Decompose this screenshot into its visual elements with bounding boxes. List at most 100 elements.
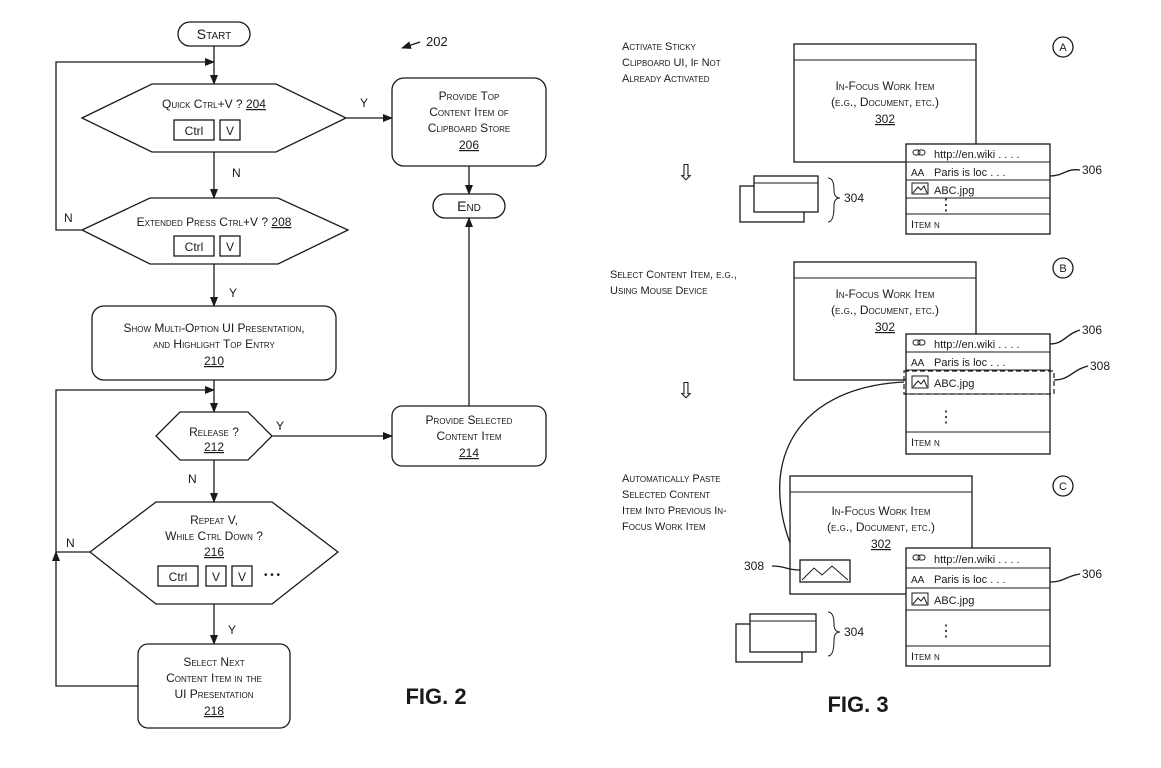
stacked-windows [735, 613, 817, 663]
step-b-line2: Using Mouse Device [610, 285, 707, 297]
decision-212-label: Release ? [189, 425, 239, 439]
image-icon [911, 375, 929, 389]
process-218-line2: Content Item in the [166, 671, 262, 685]
process-206-line2: Content Item of [429, 105, 509, 119]
image-icon [911, 592, 929, 606]
step-a-line2: Clipboard UI, If Not [622, 57, 721, 69]
process-210-line2: and Highlight Top Entry [153, 337, 275, 351]
key-v-label: V [212, 570, 220, 584]
work-item-line1: In-Focus Work Item [831, 504, 930, 518]
leader-306 [1049, 329, 1081, 345]
clip-item-text: Paris is loc . . . [934, 574, 1006, 586]
clip-item-image: ABC.jpg [934, 595, 974, 607]
clip-item-last: Item n [911, 651, 940, 663]
work-item-ref: 302 [875, 112, 895, 126]
text-icon: AA [911, 575, 925, 586]
decision-216-line1: Repeat V, [190, 513, 238, 527]
step-b-line1: Select Content Item, e.g., [610, 269, 737, 281]
pasted-image-icon [799, 559, 851, 583]
label-n: N [66, 536, 75, 550]
clip-item-url: http://en.wiki . . . . [934, 339, 1020, 351]
work-item-window [793, 43, 977, 163]
label-y: Y [228, 623, 236, 637]
stage-a: Activate Sticky Clipboard UI, If Not Alr… [622, 36, 1102, 235]
decision-repeat-v [88, 501, 340, 605]
key-v-label: V [226, 240, 234, 254]
ref-202-arrow [401, 41, 421, 49]
stage-c: Automatically Paste Selected Content Ite… [622, 473, 1102, 667]
text-icon: AA [911, 358, 925, 369]
step-c-line1: Automatically Paste [622, 473, 721, 485]
step-c-line2: Selected Content [622, 489, 710, 501]
ref-308: 308 [1090, 359, 1110, 373]
work-item-line2: (e.g., Document, etc.) [831, 95, 939, 109]
leader-308 [771, 565, 801, 571]
work-item-line1: In-Focus Work Item [835, 287, 934, 301]
step-c-line3: Item Into Previous In- [622, 505, 727, 517]
ref-304: 304 [844, 625, 864, 639]
process-214-line2: Content Item [436, 429, 501, 443]
process-206-line3: Clipboard Store [428, 121, 511, 135]
fig2-caption: FIG. 2 [405, 684, 466, 709]
ref-308: 308 [744, 559, 764, 573]
badge-b-label: B [1059, 263, 1066, 275]
key-v [231, 565, 253, 587]
step-a-line3: Already Activated [622, 73, 710, 85]
decision-204-label: Quick Ctrl+V ? 204 [162, 97, 266, 111]
process-210-line1: Show Multi-Option UI Presentation, [123, 321, 304, 335]
key-v [205, 565, 227, 587]
ref-202: 202 [426, 34, 448, 49]
vdots-glyph: ⋮ [938, 409, 954, 426]
process-210-ref: 210 [204, 354, 224, 368]
link-icon [912, 554, 926, 561]
drag-arrow [779, 381, 905, 567]
key-v [219, 119, 241, 141]
process-218-line1: Select Next [183, 655, 244, 669]
key-v [219, 235, 241, 257]
label-y: Y [360, 96, 368, 110]
label-n: N [64, 211, 73, 225]
leader-306 [1049, 573, 1081, 583]
process-218-line3: UI Presentation [174, 687, 253, 701]
key-ctrl-label: Ctrl [185, 124, 204, 138]
edge-218-loop [52, 551, 138, 687]
decision-quick-ctrl-v [80, 83, 348, 153]
ref-306: 306 [1082, 163, 1102, 177]
clip-item-last: Item n [911, 219, 940, 231]
process-218-ref: 218 [204, 704, 224, 718]
decision-216-ref: 216 [204, 545, 224, 559]
clip-item-text: Paris is loc . . . [934, 357, 1006, 369]
process-214-ref: 214 [459, 446, 479, 460]
edge-208-loop [55, 58, 215, 231]
vdots-glyph: ⋮ [938, 623, 954, 640]
work-item-line1: In-Focus Work Item [835, 79, 934, 93]
ref-306: 306 [1082, 323, 1102, 337]
text-icon: AA [911, 168, 925, 179]
step-c-line4: Focus Work Item [622, 521, 706, 533]
key-v-label: V [226, 124, 234, 138]
key-ctrl [173, 119, 215, 141]
decision-208-label: Extended Press Ctrl+V ? 208 [137, 215, 292, 229]
label-y: Y [276, 419, 284, 433]
badge-a [1052, 36, 1074, 58]
label-n: N [232, 166, 241, 180]
process-214-line1: Provide Selected [426, 413, 513, 427]
clipboard-list [905, 143, 1051, 235]
decision-216-line2: While Ctrl Down ? [165, 529, 263, 543]
work-item-ref: 302 [875, 320, 895, 334]
process-206-ref: 206 [459, 138, 479, 152]
brace-304 [827, 177, 841, 223]
end-label: End [457, 198, 481, 214]
key-ctrl-label: Ctrl [185, 240, 204, 254]
clip-item-url: http://en.wiki . . . . [934, 149, 1020, 161]
down-arrow-glyph: ⇩ [677, 160, 695, 185]
selection-highlight [903, 370, 1055, 395]
clip-item-text: Paris is loc . . . [934, 167, 1006, 179]
key-ctrl [157, 565, 199, 587]
work-item-line2: (e.g., Document, etc.) [831, 303, 939, 317]
key-ctrl-label: Ctrl [169, 570, 188, 584]
clip-item-url: http://en.wiki . . . . [934, 554, 1020, 566]
process-206-line1: Provide Top [439, 89, 500, 103]
key-ctrl [173, 235, 215, 257]
